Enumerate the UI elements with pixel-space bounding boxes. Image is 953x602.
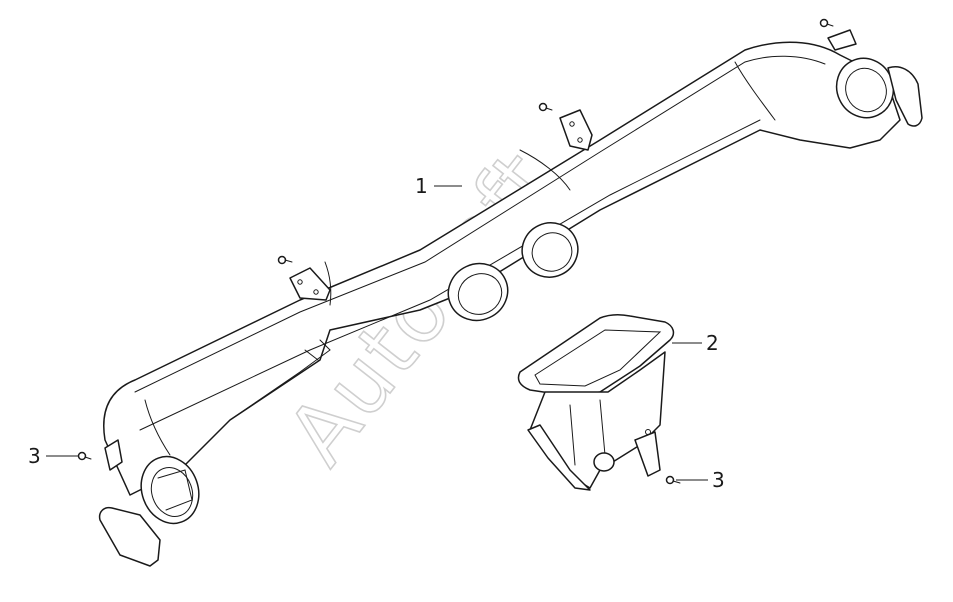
- screw-icon: [77, 451, 92, 461]
- air-duct-assembly: [98, 29, 923, 567]
- screw-icon: [665, 475, 681, 485]
- screw-icon: [538, 102, 553, 112]
- callout-1: 1: [415, 174, 428, 198]
- center-outlet-duct: [517, 313, 675, 491]
- callout-3-right: 3: [712, 468, 725, 492]
- screw-icon: [819, 18, 834, 28]
- screw-icon: [277, 255, 293, 265]
- callout-3-left: 3: [28, 444, 41, 468]
- callout-2: 2: [706, 331, 719, 355]
